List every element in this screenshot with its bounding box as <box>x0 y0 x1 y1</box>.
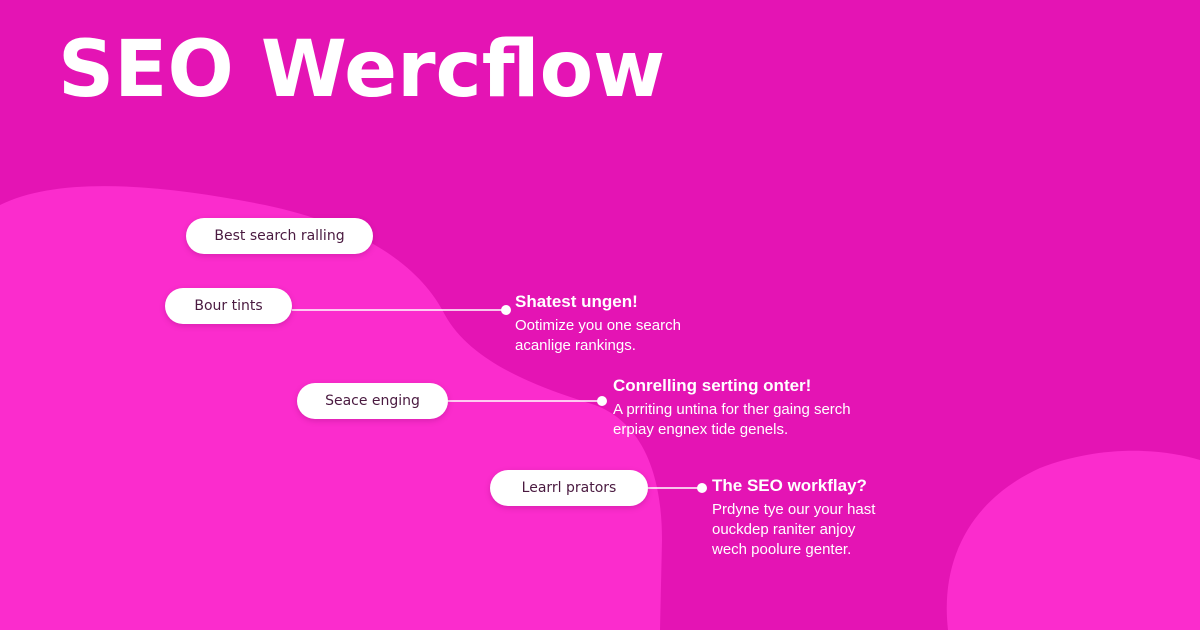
step-pill-tints[interactable]: Bour tints <box>165 288 292 324</box>
step-info-4: The SEO workflay? Prdyne tye our your ha… <box>712 476 875 560</box>
step-description-line: A prriting untina for ther gaing serch <box>613 401 851 418</box>
connector-dot <box>597 396 607 406</box>
step-heading: Shatest ungen! <box>515 292 638 311</box>
step-description-line: Ootimize you one search <box>515 317 681 334</box>
background-blob-right <box>946 450 1200 630</box>
step-pill-search-ranking[interactable]: Best search ralling <box>186 218 373 254</box>
connector-dot <box>501 305 511 315</box>
step-description-line: acanlige rankings. <box>515 337 636 354</box>
step-pill-learn-operators[interactable]: Learrl prators <box>490 470 648 506</box>
step-pill-search-engine[interactable]: Seace enging <box>297 383 448 419</box>
step-info-2: Shatest ungen! Ootimize you one search a… <box>515 292 681 356</box>
step-heading: Conrelling serting onter! <box>613 376 812 395</box>
step-description-line: wech poolure genter. <box>712 541 852 558</box>
page-title: SEO Wercflow <box>58 25 666 115</box>
step-info-3: Conrelling serting onter! A prriting unt… <box>613 376 851 440</box>
step-heading: The SEO workflay? <box>712 476 867 495</box>
connector-dot <box>697 483 707 493</box>
step-description-line: Prdyne tye our your hast <box>712 501 876 518</box>
step-description-line: erpiay engnex tide genels. <box>613 421 789 438</box>
step-description-line: ouckdep raniter anjoy <box>712 521 856 538</box>
